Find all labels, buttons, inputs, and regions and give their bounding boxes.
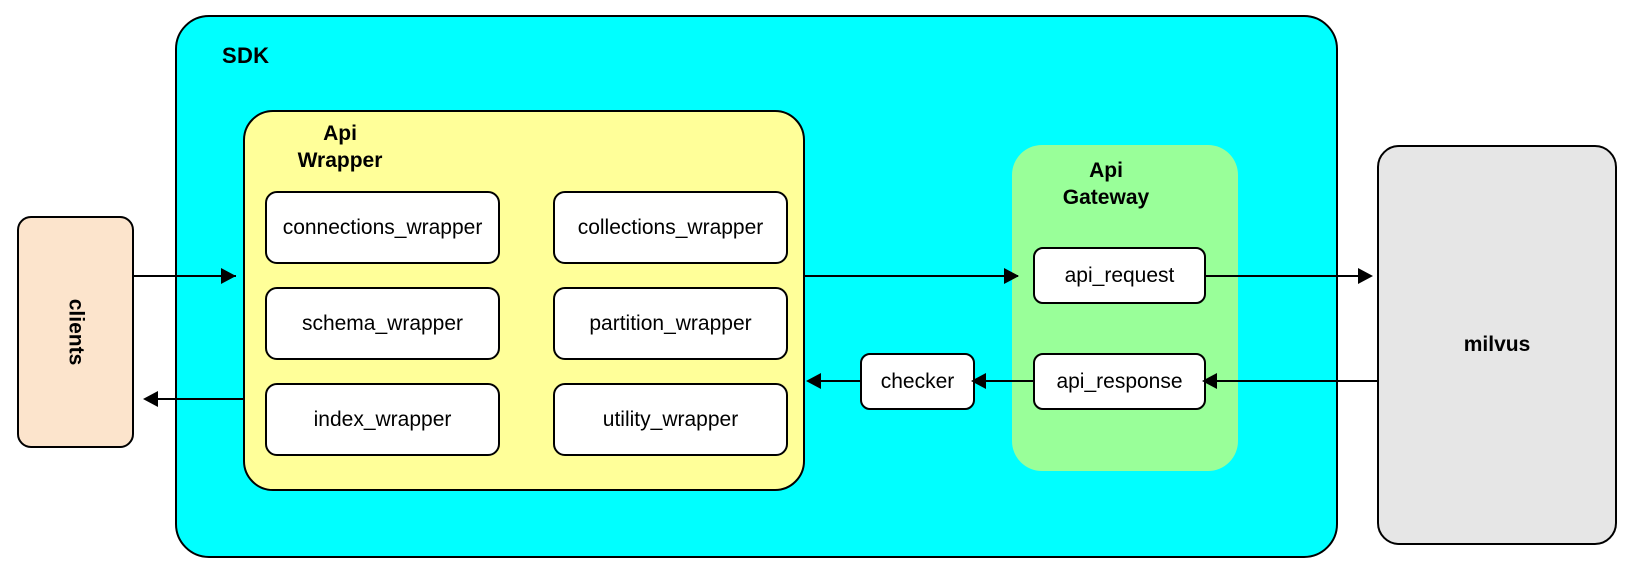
api-request-label: api_request xyxy=(1064,263,1175,287)
index-wrapper-node[interactable]: index_wrapper xyxy=(265,383,500,456)
connections-wrapper-node[interactable]: connections_wrapper xyxy=(265,191,500,264)
connector-api-request-to-milvus xyxy=(1206,275,1371,277)
connector-api-response-to-checker xyxy=(978,380,1033,382)
arrowhead-api-request-to-milvus-icon xyxy=(1358,268,1373,284)
checker-label: checker xyxy=(880,369,955,393)
sdk-title: SDK xyxy=(222,43,270,68)
clients-label: clients xyxy=(64,298,88,366)
partition-wrapper-label: partition_wrapper xyxy=(589,311,752,335)
partition-wrapper-node[interactable]: partition_wrapper xyxy=(553,287,788,360)
connector-clients-to-sdk xyxy=(134,275,236,277)
arrowhead-api-response-to-checker-icon xyxy=(971,373,986,389)
arrowhead-api-wrapper-to-api-gateway-icon xyxy=(1004,268,1019,284)
arrowhead-milvus-to-api-response-icon xyxy=(1202,373,1217,389)
arrowhead-sdk-to-clients-icon xyxy=(143,391,158,407)
connector-checker-to-api-wrapper xyxy=(813,380,860,382)
utility-wrapper-label: utility_wrapper xyxy=(602,407,739,431)
api-gateway-title: Api Gateway xyxy=(1062,159,1150,209)
connector-milvus-to-api-response xyxy=(1206,380,1377,382)
checker-node[interactable]: checker xyxy=(860,353,975,410)
api-gateway-group[interactable]: Api Gateway xyxy=(1012,145,1238,471)
utility-wrapper-node[interactable]: utility_wrapper xyxy=(553,383,788,456)
clients-node[interactable]: clients xyxy=(17,216,134,448)
arrowhead-clients-to-sdk-icon xyxy=(221,268,236,284)
schema-wrapper-label: schema_wrapper xyxy=(301,311,464,335)
api-wrapper-title: Api Wrapper xyxy=(297,122,383,172)
api-request-node[interactable]: api_request xyxy=(1033,247,1206,304)
milvus-label: milvus xyxy=(1463,333,1531,356)
index-wrapper-label: index_wrapper xyxy=(313,407,452,431)
collections-wrapper-node[interactable]: collections_wrapper xyxy=(553,191,788,264)
milvus-node[interactable]: milvus xyxy=(1377,145,1617,545)
arrowhead-checker-to-api-wrapper-icon xyxy=(806,373,821,389)
api-response-node[interactable]: api_response xyxy=(1033,353,1206,410)
connector-sdk-to-clients xyxy=(150,398,245,400)
connector-api-wrapper-to-api-gateway xyxy=(803,275,1018,277)
connections-wrapper-label: connections_wrapper xyxy=(282,215,483,239)
schema-wrapper-node[interactable]: schema_wrapper xyxy=(265,287,500,360)
collections-wrapper-label: collections_wrapper xyxy=(577,215,764,239)
api-response-label: api_response xyxy=(1056,369,1183,393)
